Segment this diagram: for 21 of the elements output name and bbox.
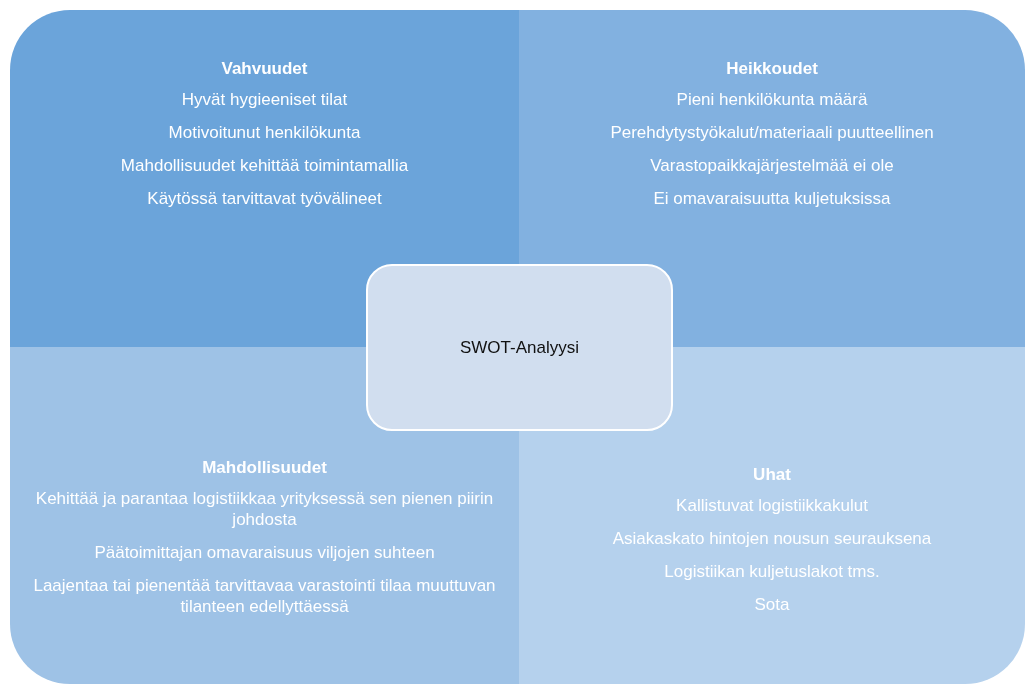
quadrant-item: Käytössä tarvittavat työvälineet (147, 188, 382, 209)
quadrant-item: Sota (754, 594, 790, 615)
quadrant-item: Asiakaskato hintojen nousun seurauksena (612, 528, 932, 549)
quadrant-item: Varastopaikkajärjestelmää ei ole (650, 155, 894, 176)
quadrant-item: Mahdollisuudet kehittää toimintamallia (120, 155, 409, 176)
quadrant-item: Logistiikan kuljetuslakot tms. (664, 561, 880, 582)
quadrant-heading: Mahdollisuudet (202, 457, 327, 478)
quadrant-heading: Vahvuudet (221, 58, 308, 79)
quadrant-item: Ei omavaraisuutta kuljetuksissa (653, 188, 891, 209)
quadrant-item: Perehdytystyökalut/materiaali puutteellinen (610, 122, 934, 143)
quadrant-item: Päätoimittajan omavaraisuus viljojen suhteen (94, 542, 435, 563)
quadrant-item: Hyvät hygieeniset tilat (181, 89, 348, 110)
quadrant-item: Laajentaa tai pienentää tarvittavaa varastointi tilaa muuttuvan tilanteen edellyttäessä (32, 575, 497, 617)
quadrant-heading: Uhat (753, 464, 791, 485)
quadrant-item: Kehittää ja parantaa logistiikkaa yrityksessä sen pienen piirin johdosta (34, 488, 495, 530)
center-title: SWOT-Analyysi (460, 337, 579, 358)
quadrant-heading: Heikkoudet (726, 58, 818, 79)
center-box (366, 264, 673, 431)
quadrant-item: Pieni henkilökunta määrä (676, 89, 868, 110)
quadrant-item: Kallistuvat logistiikkakulut (676, 495, 868, 516)
quadrant-item: Motivoitunut henkilökunta (168, 122, 361, 143)
